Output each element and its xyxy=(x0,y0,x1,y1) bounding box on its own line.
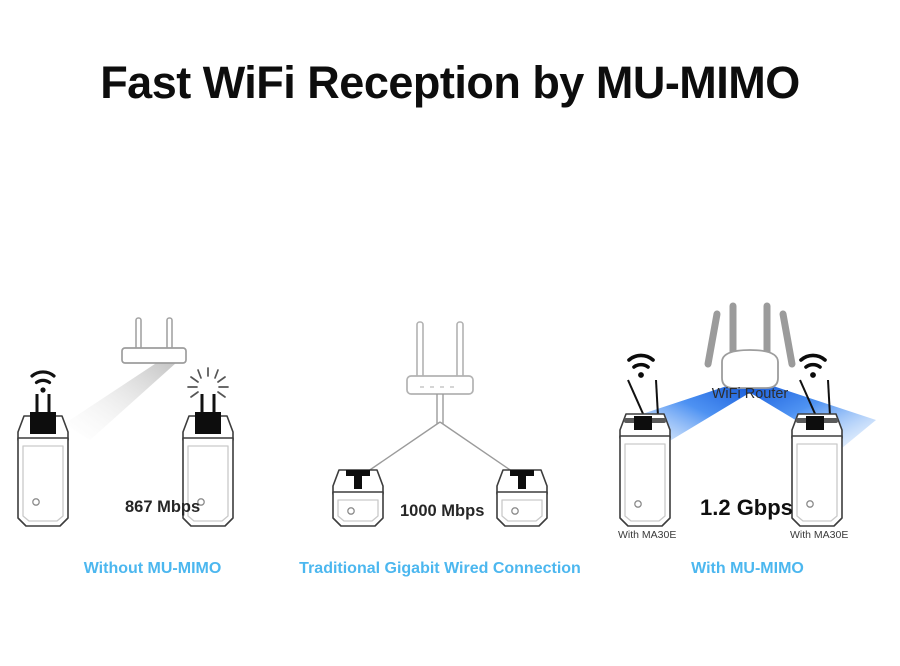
wifi-adapter-device-2 xyxy=(182,367,234,527)
device-led xyxy=(806,500,814,508)
wifi-signal-icon xyxy=(799,353,827,378)
wifi-router-icon xyxy=(704,302,796,389)
caption-traditional-wired: Traditional Gigabit Wired Connection xyxy=(299,560,581,577)
panel-traditional-wired: 1000 Mbps xyxy=(300,290,600,590)
device-model-note: With MA30E xyxy=(618,529,676,541)
speed-label: 867 Mbps xyxy=(125,498,200,516)
device-led xyxy=(511,507,519,515)
wired-device-2 xyxy=(496,469,548,527)
panel-with-mu-mimo-illustration: WiFi Router xyxy=(618,302,876,541)
wifi-signal-icon xyxy=(627,353,655,378)
device-led xyxy=(197,498,205,506)
wired-router-icon xyxy=(406,321,474,395)
gray-signal-beam xyxy=(64,354,186,440)
device-model-note: With MA30E xyxy=(790,529,848,541)
device-led xyxy=(634,500,642,508)
no-signal-burst-icon xyxy=(187,367,229,398)
panel-traditional-wired-illustration: 1000 Mbps xyxy=(332,321,548,527)
wifi-signal-icon xyxy=(30,370,56,393)
wired-device-1 xyxy=(332,469,384,527)
speed-label: 1000 Mbps xyxy=(400,502,484,520)
small-router-icon xyxy=(121,317,187,364)
page-title: Fast WiFi Reception by MU-MIMO xyxy=(100,57,800,108)
caption-without-mu-mimo: Without MU-MIMO xyxy=(83,560,222,577)
speed-label: 1.2 Gbps xyxy=(700,495,793,520)
router-label: WiFi Router xyxy=(712,386,789,402)
device-led xyxy=(32,498,40,506)
wifi-adapter-device-1 xyxy=(17,370,69,527)
panel-with-mu-mimo: WiFi Router xyxy=(600,290,900,590)
ethernet-cables xyxy=(360,394,520,477)
caption-with-mu-mimo: With MU-MIMO xyxy=(691,560,804,577)
panel-without-mu-mimo-illustration: 867 Mbps xyxy=(17,317,234,527)
device-led xyxy=(347,507,355,515)
panel-without-mu-mimo: 867 Mbps xyxy=(10,290,300,590)
mumimo-device-2: With MA30E xyxy=(790,353,848,541)
mumimo-device-1: With MA30E xyxy=(618,353,676,541)
comparison-panels: 867 Mbps xyxy=(0,290,900,590)
